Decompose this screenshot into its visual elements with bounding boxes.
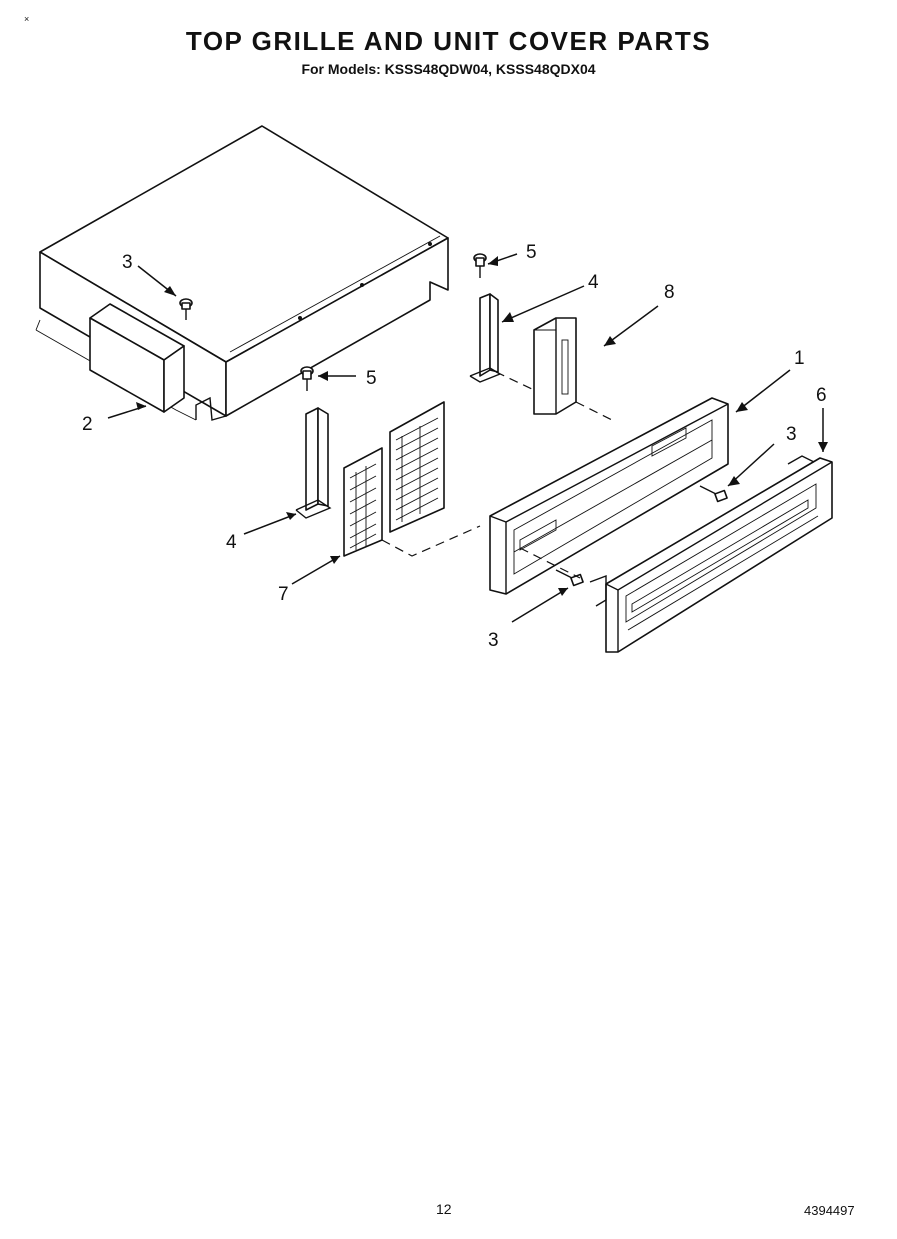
callout-4-right: 4 [588, 272, 599, 293]
callout-3-top: 3 [122, 252, 133, 273]
control-box [89, 303, 185, 413]
callout-4-left: 4 [226, 532, 237, 553]
callout-8: 8 [664, 282, 675, 303]
screw-3-top [179, 298, 193, 320]
screw-5-left [300, 366, 314, 391]
bracket-4-left [295, 407, 332, 519]
callout-5-left: 5 [366, 368, 377, 389]
callout-3-bottom: 3 [488, 630, 499, 651]
screw-5-right [473, 253, 487, 278]
model-subtitle: For Models: KSSS48QDW04, KSSS48QDX04 [301, 61, 596, 77]
callout-6: 6 [816, 385, 827, 406]
callout-3-right: 3 [786, 424, 797, 445]
callout-5-right: 5 [526, 242, 537, 263]
unit-cover [35, 125, 449, 421]
callout-7: 7 [278, 584, 289, 605]
side-panel-8 [533, 317, 577, 415]
corner-mark: × [24, 14, 30, 24]
page-number: 12 [436, 1201, 452, 1217]
screw-3-right [699, 485, 728, 503]
callout-2: 2 [82, 414, 93, 435]
grille-filter-7 [343, 401, 445, 557]
document-number: 4394497 [804, 1203, 855, 1218]
page-title: TOP GRILLE AND UNIT COVER PARTS [185, 26, 712, 56]
callout-1: 1 [794, 348, 805, 369]
bracket-4-right [469, 293, 502, 383]
front-frame-1 [489, 397, 729, 595]
grille-6 [589, 455, 833, 653]
